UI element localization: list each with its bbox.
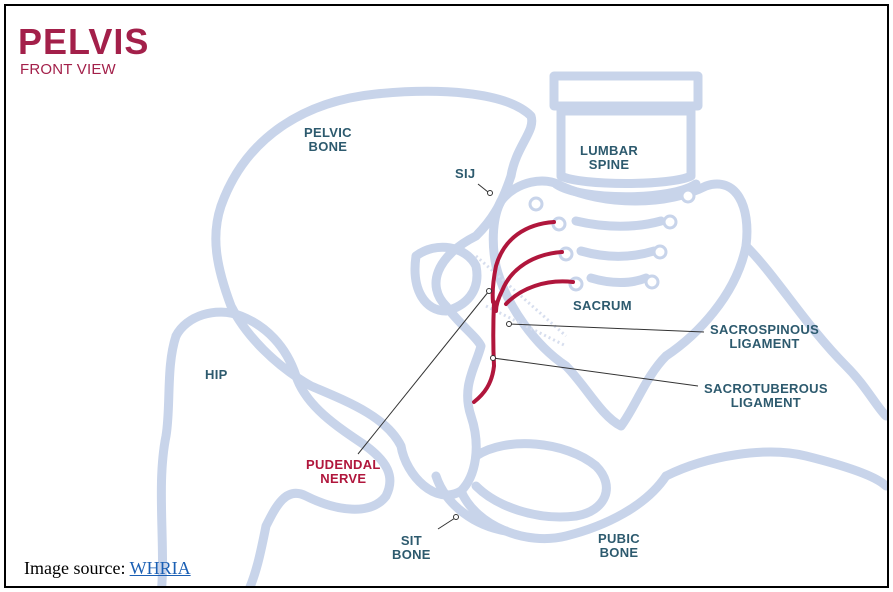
foramen-left-4 — [570, 278, 582, 290]
marker-sacrospinous — [507, 322, 512, 327]
foramen-right-3 — [654, 246, 666, 258]
foramen-right-1 — [682, 190, 694, 202]
foramen-left-1 — [530, 198, 542, 210]
leader-sit-bone — [438, 518, 455, 529]
pelvis-illustration — [6, 6, 887, 586]
label-hip: HIP — [205, 368, 228, 382]
page-title: PELVIS — [18, 24, 149, 60]
page-subtitle: FRONT VIEW — [20, 62, 116, 78]
leader-sij — [478, 184, 488, 192]
marker-sij — [488, 191, 493, 196]
label-pubic-bone: PUBIC BONE — [598, 532, 640, 560]
diagram-frame: PELVIS FRONT VIEW PELVIC BONE LUMBAR SPI… — [4, 4, 889, 588]
marker-sacrotuberous — [491, 356, 496, 361]
marker-pudendal — [487, 289, 492, 294]
foramen-left-2 — [553, 218, 565, 230]
foramen-right-2 — [664, 216, 676, 228]
label-sacrum: SACRUM — [573, 299, 632, 313]
label-lumbar-spine: LUMBAR SPINE — [580, 144, 638, 172]
label-pelvic-bone: PELVIC BONE — [304, 126, 352, 154]
label-sit-bone: SIT BONE — [392, 534, 431, 562]
label-sacrotuberous-ligament: SACROTUBEROUS LIGAMENT — [704, 382, 828, 410]
lumbar-vertebra-top — [554, 76, 698, 106]
label-sij: SIJ — [455, 167, 475, 181]
sacrum-line-3 — [591, 278, 646, 283]
femur-shaft — [161, 336, 176, 586]
pubic-arc-right — [666, 452, 886, 486]
obturator-ring — [476, 444, 606, 517]
leader-sacrotuberous — [493, 358, 698, 386]
foramen-right-4 — [646, 276, 658, 288]
label-pudendal-nerve: PUDENDAL NERVE — [306, 458, 381, 486]
leader-sacrospinous — [509, 324, 704, 332]
marker-sit-bone — [454, 515, 459, 520]
image-source-prefix: Image source: — [24, 558, 125, 578]
label-sacrospinous-ligament: SACROSPINOUS LIGAMENT — [710, 323, 819, 351]
femur-outline — [176, 312, 390, 586]
pudendal-nerve-root-3 — [506, 281, 573, 304]
sacrum-line-2 — [581, 251, 654, 256]
sacrum-line-1 — [576, 221, 661, 226]
image-source: Image source: WHRIA — [24, 558, 191, 579]
image-source-link[interactable]: WHRIA — [130, 558, 191, 578]
